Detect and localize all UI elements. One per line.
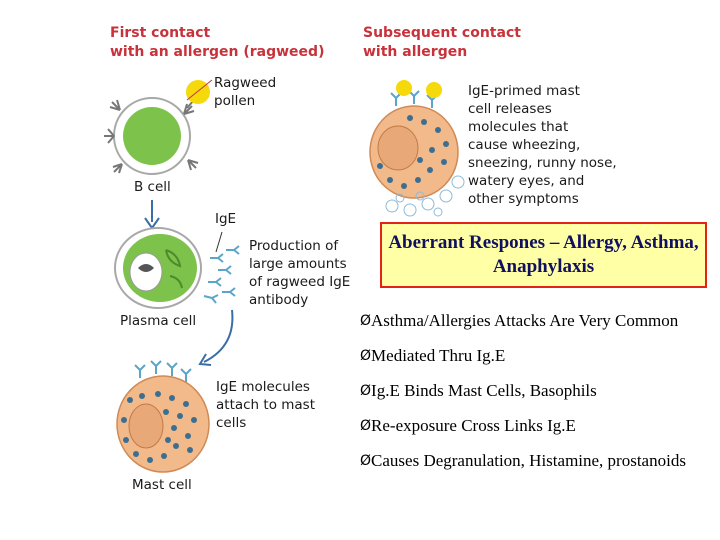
ige-pointer xyxy=(215,231,223,253)
b-cell-receptors xyxy=(104,99,199,174)
arrow-plasma-mast xyxy=(198,309,234,366)
mast-cell xyxy=(116,375,210,473)
b-cell xyxy=(113,97,191,175)
bullet-arrow-icon: Ø xyxy=(360,418,372,434)
crosslinking-pollen xyxy=(396,80,442,98)
bullet-text: Asthma/Allergies Attacks Are Very Common xyxy=(371,311,679,330)
ige-attach-label: IgE molecules attach to mast cells xyxy=(216,379,315,431)
bullet-text: Re-exposure Cross Links Ig.E xyxy=(371,416,576,435)
degranulating-mast-cell xyxy=(369,105,459,199)
b-cell-label: B cell xyxy=(134,179,171,195)
released-granules xyxy=(385,175,465,217)
bullet-arrow-icon: Ø xyxy=(360,383,372,399)
bullet-arrow-icon: Ø xyxy=(360,453,372,469)
allergy-callout-box: Aberrant Respones – Allergy, Asthma, Ana… xyxy=(380,222,707,288)
ragweed-pollen-label: Ragweed pollen xyxy=(214,75,277,109)
bullet-text: Ig.E Binds Mast Cells, Basophils xyxy=(371,381,597,400)
bullet-arrow-icon: Ø xyxy=(360,313,372,329)
subsequent-contact-header: Subsequent contact with allergen xyxy=(363,25,521,60)
bullet-text: Mediated Thru Ig.E xyxy=(371,346,506,365)
ige-label: IgE xyxy=(215,211,237,227)
mast-cell-release-label: IgE-primed mast cell releases molecules … xyxy=(468,83,617,207)
secreted-ige-antibodies xyxy=(203,245,240,304)
mast-cell-label: Mast cell xyxy=(132,477,192,493)
first-contact-header: First contact with an allergen (ragweed) xyxy=(110,25,325,60)
bullet-text: Causes Degranulation, Histamine, prostan… xyxy=(371,451,686,470)
pollen-pointer xyxy=(186,79,213,101)
production-label: Production of large amounts of ragweed I… xyxy=(249,238,351,308)
callout-title: Aberrant Respones – Allergy, Asthma, Ana… xyxy=(388,232,699,277)
plasma-cell xyxy=(114,227,202,309)
arrow-bcell-plasma xyxy=(144,200,160,230)
mast-cell-bound-ige xyxy=(134,360,192,382)
bullet-arrow-icon: Ø xyxy=(360,348,372,364)
plasma-cell-label: Plasma cell xyxy=(120,313,197,329)
